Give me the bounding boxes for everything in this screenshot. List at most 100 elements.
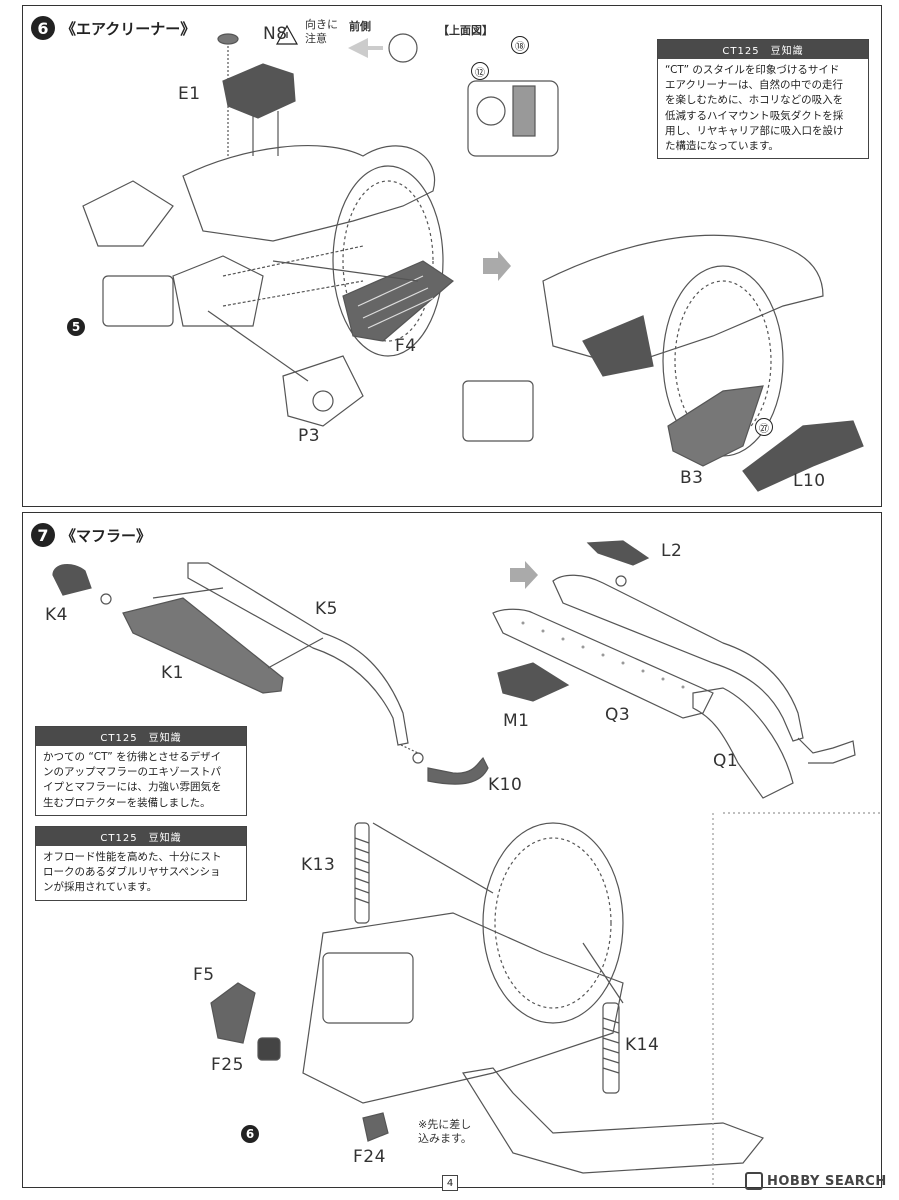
bike-body-left [182,144,436,242]
part-label-l10: L10 [793,471,826,491]
tip-line: 低減するハイマウント吸気ダクトを採 [665,109,844,122]
part-b3-shape [667,385,764,467]
step-7-title: 《マフラー》 [61,526,152,545]
step-6-panel: 6 《エアクリーナー》 [22,5,882,507]
part-label-q3: Q3 [605,705,631,725]
part-label-f25: F25 [211,1055,244,1075]
watermark-text: HOBBY SEARCH [767,1173,887,1189]
tip-title: CT125 豆知識 [36,827,246,846]
tip-line: 生むプロテクターを装備しました。 [43,796,211,809]
bike-frame-bottom [302,912,624,1104]
part-label-k5: K5 [315,599,338,619]
tip-line: ロークのあるダブルリヤサスペンショ [43,866,221,879]
tip-line: “CT” のスタイルを印象づけるサイド [665,64,840,76]
part-k10-shape [427,756,489,785]
caution-icon [275,24,299,45]
part-label-f24: F24 [353,1147,386,1167]
step-6-title: 《エアクリーナー》 [61,19,196,38]
tip-line: を楽しむために、ホコリなどの吸入を [665,94,844,107]
part-k5-shape [187,562,409,746]
watermark: HOBBY SEARCH [745,1172,887,1190]
bike-body-right [542,234,824,367]
part-label-e1: E1 [178,84,201,104]
part-p3-shape [282,355,364,427]
part-f4-shape [342,260,454,342]
tip-box-muffler: CT125 豆知識 かつての “CT” を彷彿とさせるデザイ ンのアップマフラー… [35,726,247,816]
part-label-k13: K13 [301,855,336,875]
rear-wheel-bottom [482,822,624,1024]
ref-27: ㉗ [755,418,773,436]
part-label-m1: M1 [503,711,530,731]
step-7-panel: 7 《マフラー》 [22,512,882,1188]
part-label-f4: F4 [395,336,417,356]
tip-title: CT125 豆知識 [36,727,246,746]
hobby-search-logo-icon [745,1172,763,1190]
tip-title: CT125 豆知識 [658,40,868,59]
tip-line: エアクリーナーは、自然の中での走行 [665,79,843,92]
tip-box-suspension: CT125 豆知識 オフロード性能を高めた、十分にスト ロークのあるダブルリヤサ… [35,826,247,901]
part-label-l2: L2 [661,541,683,561]
assembled-muffler [552,574,804,742]
part-e1-shape [222,63,296,119]
flow-arrow-icon [510,561,538,589]
step-6-header: 6 《エアクリーナー》 [31,16,195,40]
part-q1-shape [692,687,794,799]
part-q3-shape [492,608,714,719]
tip-line: た構造になっています。 [665,140,779,153]
part-label-k4: K4 [45,605,68,625]
tip-line: 用し、リヤキャリア部に吸入口を設け [665,124,844,137]
front-label: 前側 [349,20,371,33]
top-view-inset [467,80,559,157]
part-label-p3: P3 [298,426,321,446]
part-k13-shape [354,822,370,924]
prev-step-6-marker: 6 [241,1125,259,1143]
page-number: 4 [442,1175,458,1191]
part-k4-shape [52,564,92,596]
caution-line-2: 注意 [305,31,327,45]
tip-line: オフロード性能を高めた、十分にスト [43,851,222,863]
step-7-header: 7 《マフラー》 [31,523,151,547]
prev-step-5-marker: 5 [67,318,85,336]
engine-left [102,275,174,327]
part-l10-shape [742,420,864,492]
ref-18: ⑱ [511,36,529,54]
tip-body: かつての “CT” を彷彿とさせるデザイ ンのアップマフラーのエキゾーストパ イ… [36,746,246,815]
tip-line: ンのアップマフラーのエキゾーストパ [43,766,221,779]
engine-right [462,380,534,442]
part-label-k14: K14 [625,1035,660,1055]
flow-arrow-icon [483,251,511,281]
part-m1-shape [497,662,570,702]
rear-wheel-left [332,165,444,357]
part-label-n8: N8 [263,24,288,44]
part-label-f5: F5 [193,965,215,985]
caution-line-1: 向きに [305,18,338,31]
tip-body: オフロード性能を高めた、十分にスト ロークのあるダブルリヤサスペンショ ンが採用… [36,846,246,900]
part-f5-shape [210,982,256,1044]
tip-line: ンが採用されています。 [43,881,158,894]
ref-12: ⑫ [471,62,489,80]
part-n8-shape [217,33,239,45]
caution-note: 向きに 注意 [305,18,338,46]
muffler-bottom [462,1067,764,1174]
step-6-number: 6 [31,16,55,40]
part-label-q1: Q1 [713,751,739,771]
part-label-k10: K10 [488,775,523,795]
part-f24-shape [362,1112,389,1142]
step-6-drawing [82,24,864,492]
part-label-b3: B3 [680,468,704,488]
step-7-number: 7 [31,523,55,547]
tip-line: イプとマフラーには、力強い雰囲気を [43,781,222,794]
front-indicator [388,33,418,63]
top-view-label: 【上面図】 [438,24,493,37]
front-frame-left [82,180,174,247]
part-f25-shape [257,1037,281,1061]
tip-body: “CT” のスタイルを印象づけるサイド エアクリーナーは、自然の中での走行 を楽… [658,59,868,158]
part-label-k1: K1 [161,663,184,683]
part-k1-shape [122,597,284,694]
insert-note-line-2: 込みます。 [418,1131,472,1145]
insert-note-line-1: ※先に差し [418,1118,472,1131]
step-7-drawing [52,540,881,1187]
tip-box-aircleaner: CT125 豆知識 “CT” のスタイルを印象づけるサイド エアクリーナーは、自… [657,39,869,160]
insert-note: ※先に差し 込みます。 [418,1118,472,1146]
tip-line: かつての “CT” を彷彿とさせるデザイ [43,751,222,763]
